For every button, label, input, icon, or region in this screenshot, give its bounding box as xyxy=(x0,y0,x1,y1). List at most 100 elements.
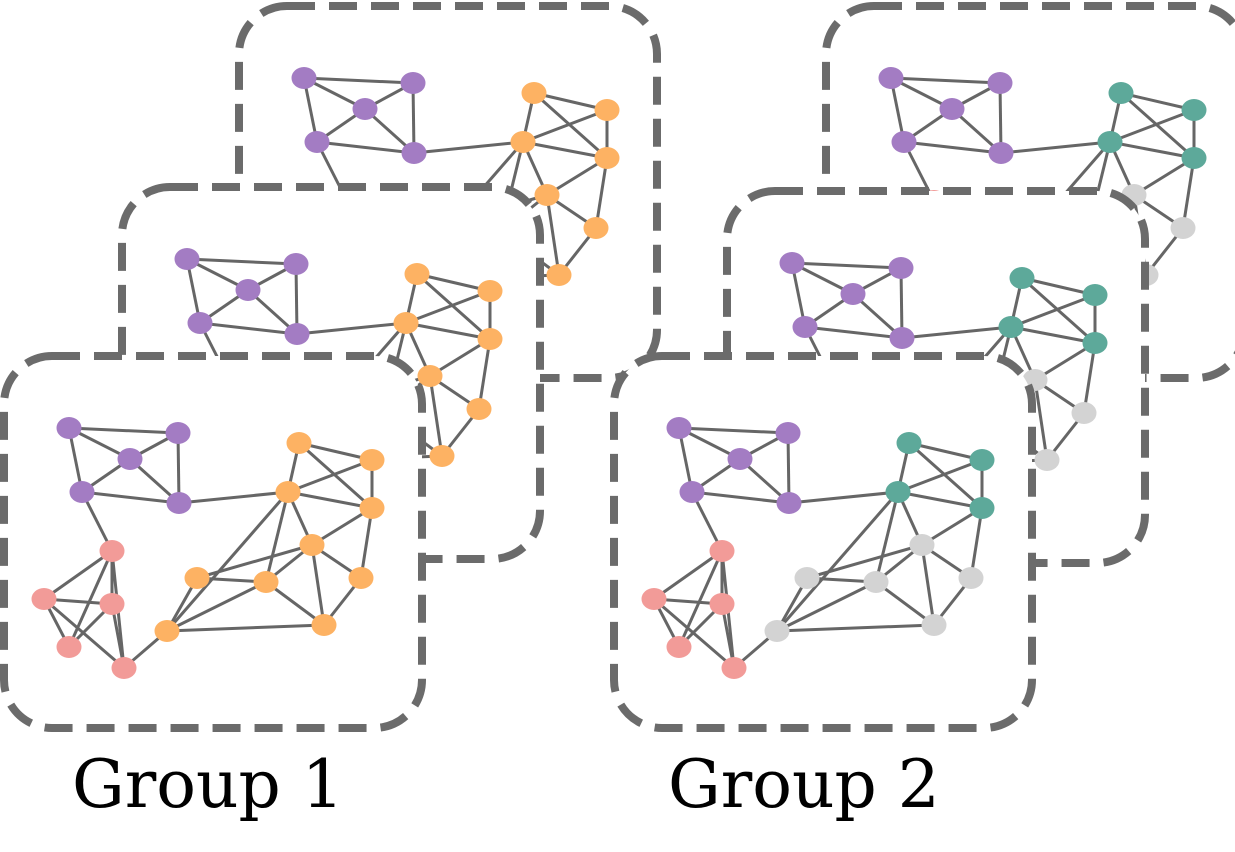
graph-node xyxy=(546,264,572,286)
graph-node xyxy=(154,620,180,642)
group-2-layer-3 xyxy=(610,352,1036,732)
graph-node xyxy=(840,283,866,305)
graph-edge xyxy=(298,441,373,462)
graph-node xyxy=(679,481,705,503)
graph-node xyxy=(998,316,1024,338)
graph-node xyxy=(794,567,820,589)
graph-node xyxy=(99,540,125,562)
graph-node xyxy=(111,657,137,679)
graph-edge xyxy=(545,194,561,276)
graph-node xyxy=(283,253,309,275)
graph-node xyxy=(1181,99,1207,121)
graph-edge xyxy=(413,140,524,155)
graph-node xyxy=(117,448,143,470)
graph-edge xyxy=(178,490,289,505)
graph-edge xyxy=(310,544,326,626)
graph-node xyxy=(958,567,984,589)
graph-edge xyxy=(296,321,407,336)
graph-node xyxy=(641,588,667,610)
graph-node xyxy=(466,398,492,420)
graph-edge xyxy=(1000,140,1111,155)
graph-node xyxy=(666,636,692,658)
graph-edge xyxy=(428,375,444,457)
graph-node xyxy=(275,481,301,503)
graph-node xyxy=(1181,147,1207,169)
graph-edge xyxy=(186,257,297,266)
graph-node xyxy=(939,98,965,120)
graph-node xyxy=(534,184,560,206)
graph-node xyxy=(594,99,620,121)
dashed-frame xyxy=(0,352,426,732)
graph-node xyxy=(863,571,889,593)
graph-edge xyxy=(897,490,983,510)
graph-node xyxy=(888,257,914,279)
graph-edge xyxy=(405,289,491,325)
graph-node xyxy=(286,432,312,454)
graph-node xyxy=(988,142,1014,164)
graph-edge xyxy=(677,550,724,648)
graph-node xyxy=(166,492,192,514)
graph-node xyxy=(429,445,455,467)
graph-node xyxy=(1034,449,1060,471)
graph-edge xyxy=(199,321,298,336)
graph-node xyxy=(792,316,818,338)
graph-node xyxy=(477,280,503,302)
graph-node xyxy=(1082,284,1108,306)
graph-edge xyxy=(1120,91,1195,112)
graph-edge xyxy=(287,458,373,494)
graph-node xyxy=(1170,217,1196,239)
graph-edge xyxy=(533,91,608,112)
graph-edge xyxy=(899,267,904,339)
graph-edge xyxy=(68,426,179,435)
graph-node xyxy=(510,131,536,153)
graph-node xyxy=(359,497,385,519)
graph-node xyxy=(1071,402,1097,424)
group-2-label: Group 2 xyxy=(668,746,940,823)
graph-node xyxy=(987,72,1013,94)
graph-edge xyxy=(294,263,299,335)
graph-node xyxy=(878,67,904,89)
graph-edge xyxy=(786,432,791,504)
graph-edge xyxy=(165,491,290,632)
group-1-label: Group 1 xyxy=(72,746,344,823)
graph-node xyxy=(348,567,374,589)
graph-node xyxy=(891,131,917,153)
graph-edge xyxy=(1021,276,1096,297)
graph-node xyxy=(779,252,805,274)
frame-background xyxy=(4,356,422,728)
graph-edge xyxy=(1010,293,1096,329)
graph-edge xyxy=(594,157,609,229)
graph-edge xyxy=(81,490,180,505)
graph-node xyxy=(31,588,57,610)
graph-node xyxy=(709,540,735,562)
graph-edge xyxy=(775,491,900,632)
graph-edge xyxy=(998,82,1003,154)
graph-node xyxy=(299,534,325,556)
graph-edge xyxy=(1010,325,1096,345)
graph-edge xyxy=(1082,342,1097,414)
graph-node xyxy=(235,279,261,301)
graph-edge xyxy=(776,623,935,633)
frame-background xyxy=(614,356,1032,728)
graph-edge xyxy=(316,140,415,155)
graph-edge xyxy=(791,261,902,270)
graph-edge xyxy=(176,432,181,504)
graph-node xyxy=(352,98,378,120)
graph-node xyxy=(709,593,735,615)
graph-node xyxy=(666,417,692,439)
graph-edge xyxy=(303,76,414,85)
graph-node xyxy=(969,497,995,519)
graph-node xyxy=(969,449,995,471)
graph-edge xyxy=(653,549,723,601)
graph-edge xyxy=(522,108,608,144)
graph-edge xyxy=(874,491,900,583)
graph-edge xyxy=(908,441,983,462)
graph-node xyxy=(311,614,337,636)
graph-node xyxy=(1108,82,1134,104)
graph-edge xyxy=(901,325,1012,340)
graph-edge xyxy=(897,458,983,494)
graph-node xyxy=(417,365,443,387)
graph-node xyxy=(253,571,279,593)
graph-node xyxy=(885,481,911,503)
graph-node xyxy=(187,312,213,334)
